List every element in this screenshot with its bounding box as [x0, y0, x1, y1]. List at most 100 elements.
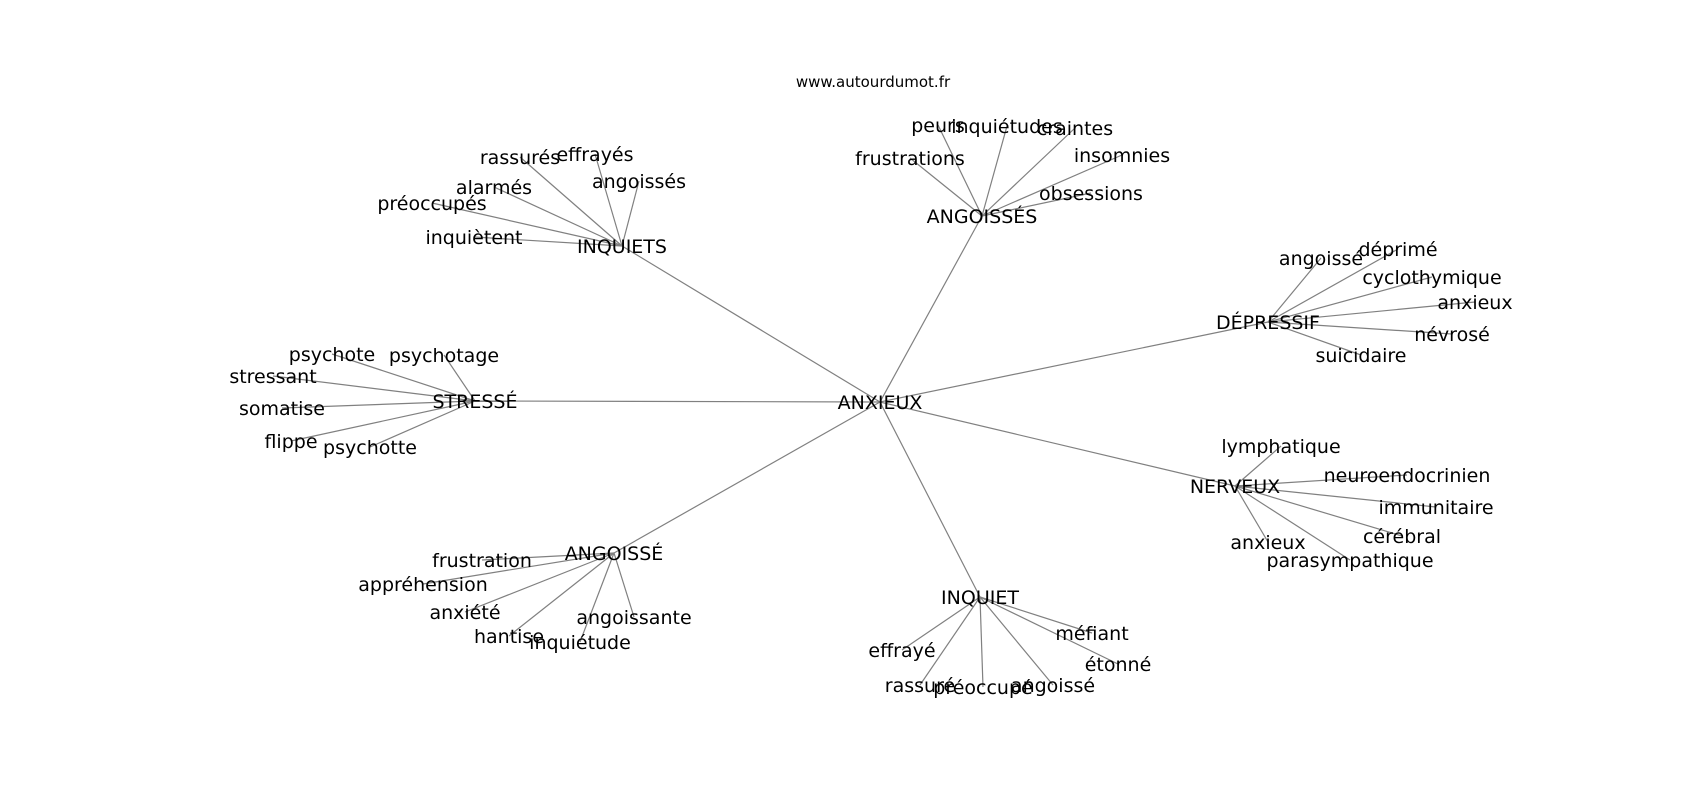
leaf-edge	[519, 156, 623, 247]
leaf-edge	[1267, 301, 1476, 323]
leaf-edge	[422, 552, 615, 585]
leaf-node-label: immunitaire	[1378, 497, 1493, 519]
leaf-node-label: stressant	[229, 366, 316, 388]
leaf-node-label: craintes	[1037, 118, 1113, 140]
leaf-edge	[493, 186, 623, 247]
leaf-node-label: étonné	[1085, 654, 1152, 676]
leaf-node-label: névrosé	[1414, 324, 1490, 346]
center-edge	[879, 401, 1236, 487]
source-label: www.autourdumot.fr	[796, 73, 951, 91]
labels-layer: www.autourdumot.fr ANXIEUX INQUIETS rassur…	[229, 73, 1512, 699]
leaf-node-label: anxieux	[1437, 292, 1512, 314]
leaf-node-label: inquiétude	[529, 632, 631, 654]
leaf-node-label: parasympathique	[1266, 550, 1433, 572]
edges-layer	[272, 124, 1476, 688]
group-node-label: INQUIET	[941, 587, 1019, 609]
leaf-edge	[431, 202, 623, 247]
leaf-node-label: obsessions	[1039, 183, 1143, 205]
leaf-node-label: psychote	[289, 344, 375, 366]
leaf-edge	[981, 127, 1076, 217]
leaf-node-label: hantise	[474, 626, 544, 648]
leaf-edge	[937, 124, 983, 217]
leaf-edge	[1234, 485, 1269, 543]
leaf-node-label: inquiétudes	[951, 116, 1063, 138]
center-edge	[474, 400, 881, 403]
leaf-edge	[1234, 445, 1282, 487]
leaf-node-label: angoissé	[1279, 248, 1363, 270]
leaf-edge	[1234, 485, 1437, 508]
leaf-edge	[579, 552, 615, 643]
leaf-node-label: préoccupé	[933, 677, 1032, 699]
leaf-node-label: rassurés	[480, 147, 560, 169]
group-node-label: ANGOISSÉ	[565, 542, 664, 565]
group-node-label: ANGOISSÉS	[927, 205, 1038, 228]
leaf-edge	[979, 596, 1119, 665]
leaf-edge	[901, 596, 981, 651]
leaf-node-label: angoissante	[576, 607, 691, 629]
center-node-label: ANXIEUX	[838, 392, 923, 414]
leaf-node-label: peurs	[911, 115, 965, 137]
leaf-edge	[981, 125, 1008, 217]
leaf-node-label: effrayés	[556, 144, 633, 166]
leaf-edge	[1267, 276, 1433, 323]
leaf-edge	[473, 236, 623, 247]
leaf-edge	[481, 552, 615, 561]
leaf-node-label: psychotage	[389, 345, 499, 367]
leaf-node-label: inquiètent	[425, 227, 522, 249]
center-edge	[613, 401, 881, 554]
leaf-edge	[272, 375, 476, 402]
leaf-edge	[981, 154, 1123, 217]
leaf-node-label: alarmés	[456, 177, 532, 199]
leaf-node-label: psychotte	[323, 437, 417, 459]
center-edge	[879, 401, 981, 598]
leaf-edge	[508, 552, 615, 637]
leaf-node-label: insomnies	[1074, 145, 1170, 167]
leaf-node-label: neuroendocrinien	[1324, 465, 1491, 487]
leaf-edge	[979, 596, 1093, 634]
leaf-edge	[621, 180, 640, 247]
leaf-edge	[331, 353, 476, 402]
leaf-edge	[369, 400, 476, 448]
leaf-node-label: suicidaire	[1315, 345, 1406, 367]
leaf-edge	[981, 192, 1092, 217]
group-node-label: DÉPRESSIF	[1216, 311, 1320, 334]
leaf-node-label: frustration	[432, 550, 532, 572]
leaf-node-label: déprimé	[1358, 239, 1437, 261]
leaf-node-label: flippe	[264, 431, 317, 453]
leaf-edge	[1267, 257, 1322, 323]
leaf-edge	[594, 153, 623, 247]
leaf-node-label: méfiant	[1055, 623, 1128, 645]
group-node-label: NERVEUX	[1190, 476, 1280, 498]
group-node-label: INQUIETS	[577, 236, 667, 258]
group-node-label: STRESSÉ	[433, 390, 518, 413]
leaf-node-label: effrayé	[868, 640, 935, 662]
leaf-node-label: angoissés	[592, 171, 686, 193]
leaf-node-label: cérébral	[1363, 526, 1441, 548]
leaf-edge	[281, 400, 476, 409]
leaf-node-label: angoissé	[1011, 675, 1095, 697]
leaf-node-label: frustrations	[855, 148, 965, 170]
leaf-node-label: somatise	[239, 398, 325, 420]
leaf-node-label: cyclothymique	[1362, 267, 1501, 289]
leaf-node-label: préoccupés	[377, 193, 486, 215]
leaf-edge	[290, 400, 476, 442]
leaf-edge	[464, 552, 615, 613]
leaf-edge	[613, 552, 635, 618]
leaf-edge	[1234, 474, 1408, 487]
center-edge	[621, 245, 881, 403]
leaf-edge	[979, 596, 1054, 686]
leaf-edge	[1234, 485, 1403, 537]
leaf-edge	[1267, 248, 1399, 323]
leaf-edge	[909, 157, 983, 217]
leaf-edge	[1267, 321, 1362, 356]
leaf-node-label: appréhension	[358, 574, 487, 596]
leaf-edge	[1267, 321, 1453, 335]
center-edge	[879, 215, 983, 403]
center-edge	[879, 321, 1269, 403]
leaf-node-label: lymphatique	[1221, 436, 1340, 458]
leaf-edge	[919, 596, 981, 686]
leaf-edge	[979, 596, 984, 688]
leaf-edge	[443, 354, 476, 402]
leaf-node-label: rassuré	[885, 675, 955, 697]
